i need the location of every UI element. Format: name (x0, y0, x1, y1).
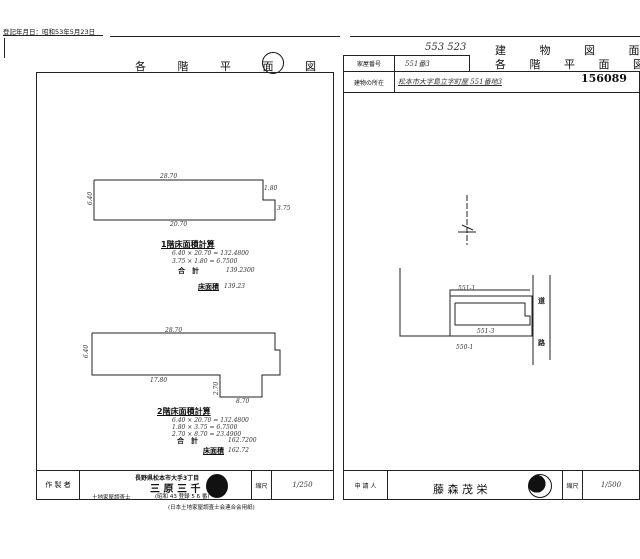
f2-dim-lower-bottom: 8.70 (236, 398, 250, 405)
house-number: 551番3 (405, 59, 430, 68)
f1-dim-right-a: 1.80 (264, 185, 278, 192)
lot-north: 551-1 (458, 285, 476, 292)
f1-calc-title: 1階床面積計算 (161, 240, 215, 249)
lot-inner: 551-3 (477, 328, 495, 335)
f2-total: 162.7200 (228, 437, 257, 444)
applicant-label-cell: 申 請 人 (343, 470, 388, 500)
maker-label-cell: 作 製 者 (36, 470, 80, 500)
publisher-note: (日本土地家屋調査士会連合会用紙) (168, 505, 255, 511)
right-scale-cell: 1/500 (582, 470, 640, 500)
scale-label-cell: 縮尺 (251, 470, 272, 500)
seal-stamp (262, 52, 284, 74)
f1-dim-top: 28.70 (160, 173, 178, 180)
scale-label: 縮尺 (255, 482, 268, 490)
location-label-cell: 建物の所在 (343, 71, 395, 93)
f2-calc-title: 2階床面積計算 (157, 407, 211, 416)
f2-dim-left: 6.40 (83, 344, 91, 359)
applicant-cell: 藤 森 茂 栄 (387, 470, 563, 500)
f2-area-label: 床面積 (203, 447, 224, 455)
f1-total: 139.2300 (226, 267, 255, 274)
f1-calc-row: 3.75 × 1.80 = 6.7500 (172, 258, 238, 265)
f2-dim-top: 28.70 (165, 327, 183, 334)
maker-address: 長野県松本市大手3丁目 (135, 475, 200, 482)
maker-qualification: 土地家屋調査士 (92, 495, 131, 501)
floor1-outline (93, 179, 276, 221)
registration-date: 登記年月日：昭和53年5月23日 (3, 28, 96, 36)
f1-dim-bottom: 20.70 (170, 221, 188, 228)
serial-handwritten: 553 523 (425, 42, 467, 53)
f2-dim-lower-left: 2.70 (213, 381, 221, 396)
f2-calc-row: 6.40 × 20.70 = 132.4800 (172, 417, 249, 424)
f2-calc-row: 2.70 × 8.70 = 23.4900 (172, 431, 242, 438)
f2-dim-bottom: 17.80 (150, 377, 168, 384)
f1-total-label: 合 計 (178, 267, 199, 275)
lot-south: 550-1 (456, 344, 474, 351)
maker-seal (206, 474, 228, 498)
applicant-name: 藤 森 茂 栄 (433, 483, 488, 496)
f1-area: 139.23 (224, 283, 245, 290)
applicant-seal (528, 474, 552, 498)
f1-calc-row: 6.40 × 20.70 = 132.4800 (172, 250, 249, 257)
floor2-outline (91, 332, 281, 398)
f2-total-label: 合 計 (177, 437, 198, 445)
right-title-line2: 各 階 平 面 図 (495, 58, 640, 71)
f2-calc-row: 1.80 × 3.75 = 6.7500 (172, 424, 238, 431)
road-label-2: 路 (538, 339, 545, 347)
right-scale-label-cell: 縮尺 (562, 470, 583, 500)
maker-license: (昭和 43 登録 5 6 番) (155, 494, 210, 500)
house-number-cell: 551番3 (394, 55, 470, 72)
site-lot-line (399, 268, 530, 337)
road-label-1: 道 (538, 297, 545, 305)
scale-cell: 1/250 (271, 470, 334, 500)
f1-dim-left: 6.40 (87, 191, 95, 206)
scale-value: 1/250 (292, 481, 313, 489)
maker-cell: 長野県松本市大手3丁目 三 原 三 千 (昭和 43 登録 5 6 番) 土地家… (79, 470, 252, 501)
house-number-label-cell: 家屋番号 (343, 55, 395, 72)
right-title-line1: 建 物 図 面 (495, 44, 640, 57)
document-number: 156089 (581, 72, 627, 85)
site-boundary (449, 295, 533, 337)
f1-dim-right-b: 3.75 (277, 205, 291, 212)
f2-area: 162.72 (228, 447, 249, 454)
right-scale-value: 1/500 (600, 481, 622, 489)
building-footprint (454, 302, 531, 326)
right-scale-label: 縮尺 (566, 482, 579, 490)
maker-name: 三 原 三 千 (150, 484, 201, 495)
house-number-label: 家屋番号 (356, 61, 381, 68)
location-value: 松本市大字島立字町屋 551番地3 (398, 78, 503, 86)
location-label: 建物の所在 (353, 79, 384, 87)
f1-area-label: 床面積 (198, 283, 219, 291)
maker-label: 作 製 者 (45, 481, 71, 489)
applicant-label: 申 請 人 (354, 482, 377, 490)
